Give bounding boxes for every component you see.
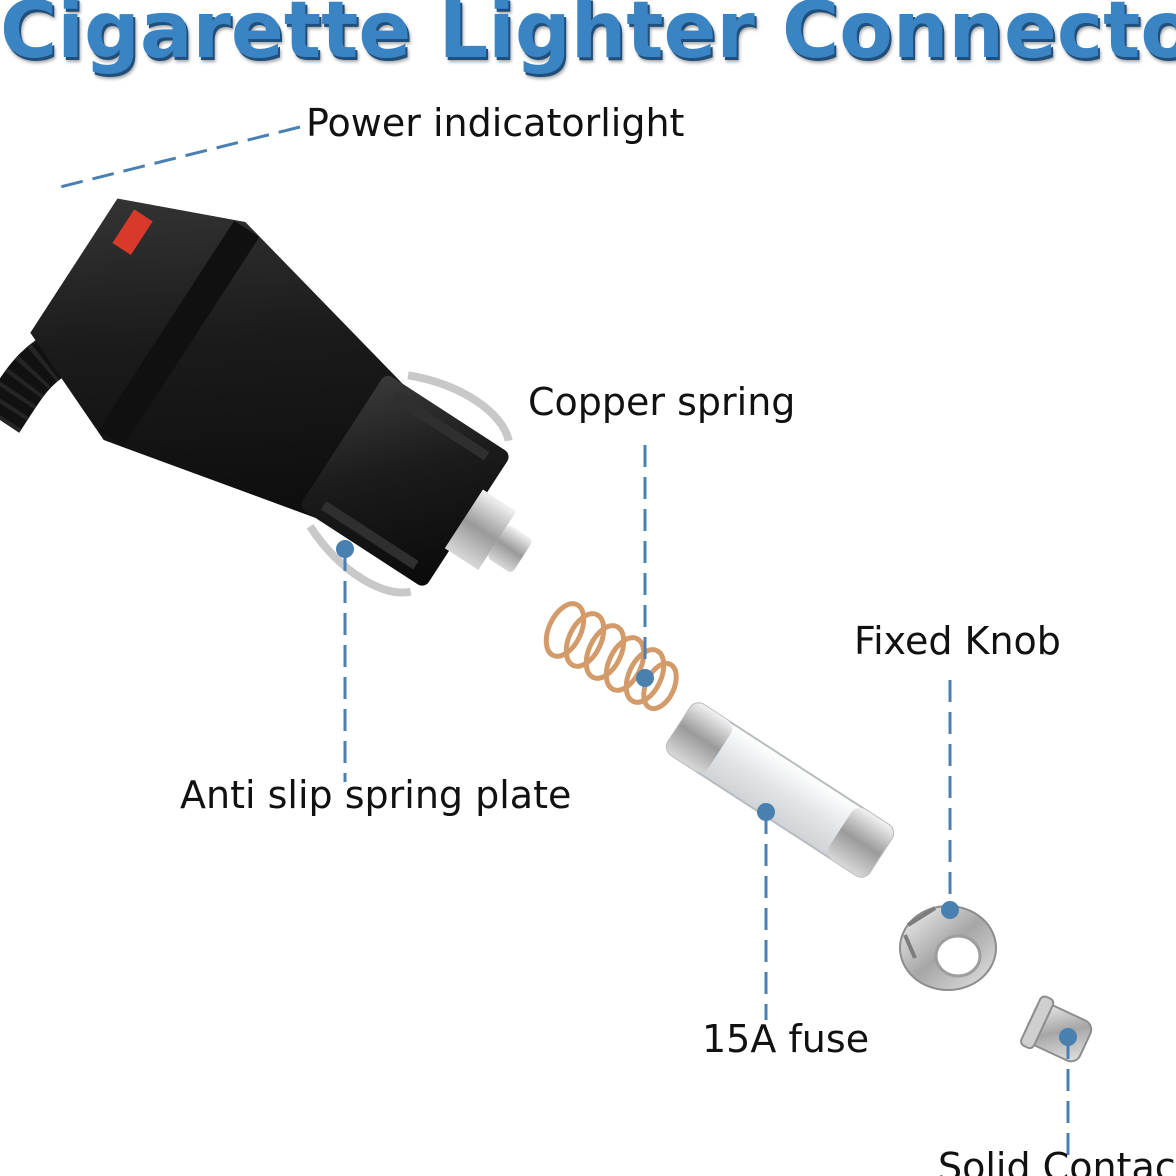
leader-dots bbox=[336, 540, 1077, 1046]
copper-spring bbox=[543, 601, 679, 712]
label-copper-spring: Copper spring bbox=[528, 380, 796, 424]
dot-contact bbox=[1059, 1028, 1077, 1046]
dot-knob bbox=[941, 901, 959, 919]
dot-fuse bbox=[757, 803, 775, 821]
label-anti-slip-spring-plate: Anti slip spring plate bbox=[180, 773, 572, 817]
fuse bbox=[665, 702, 895, 878]
plug-body bbox=[30, 198, 532, 597]
dot-anti-slip bbox=[336, 540, 354, 558]
dot-copper bbox=[636, 669, 654, 687]
solid-contact bbox=[1020, 995, 1093, 1063]
label-fixed-knob: Fixed Knob bbox=[854, 619, 1061, 663]
label-15a-fuse: 15A fuse bbox=[702, 1017, 870, 1061]
leader-power bbox=[59, 125, 301, 189]
label-solid-contact: Solid Contact bbox=[938, 1145, 1176, 1176]
label-power-indicator: Power indicatorlight bbox=[306, 101, 685, 145]
fixed-knob bbox=[899, 905, 997, 991]
leader-lines bbox=[59, 125, 1070, 1160]
diagram-title: Cigarette Lighter Connector bbox=[0, 0, 1176, 76]
